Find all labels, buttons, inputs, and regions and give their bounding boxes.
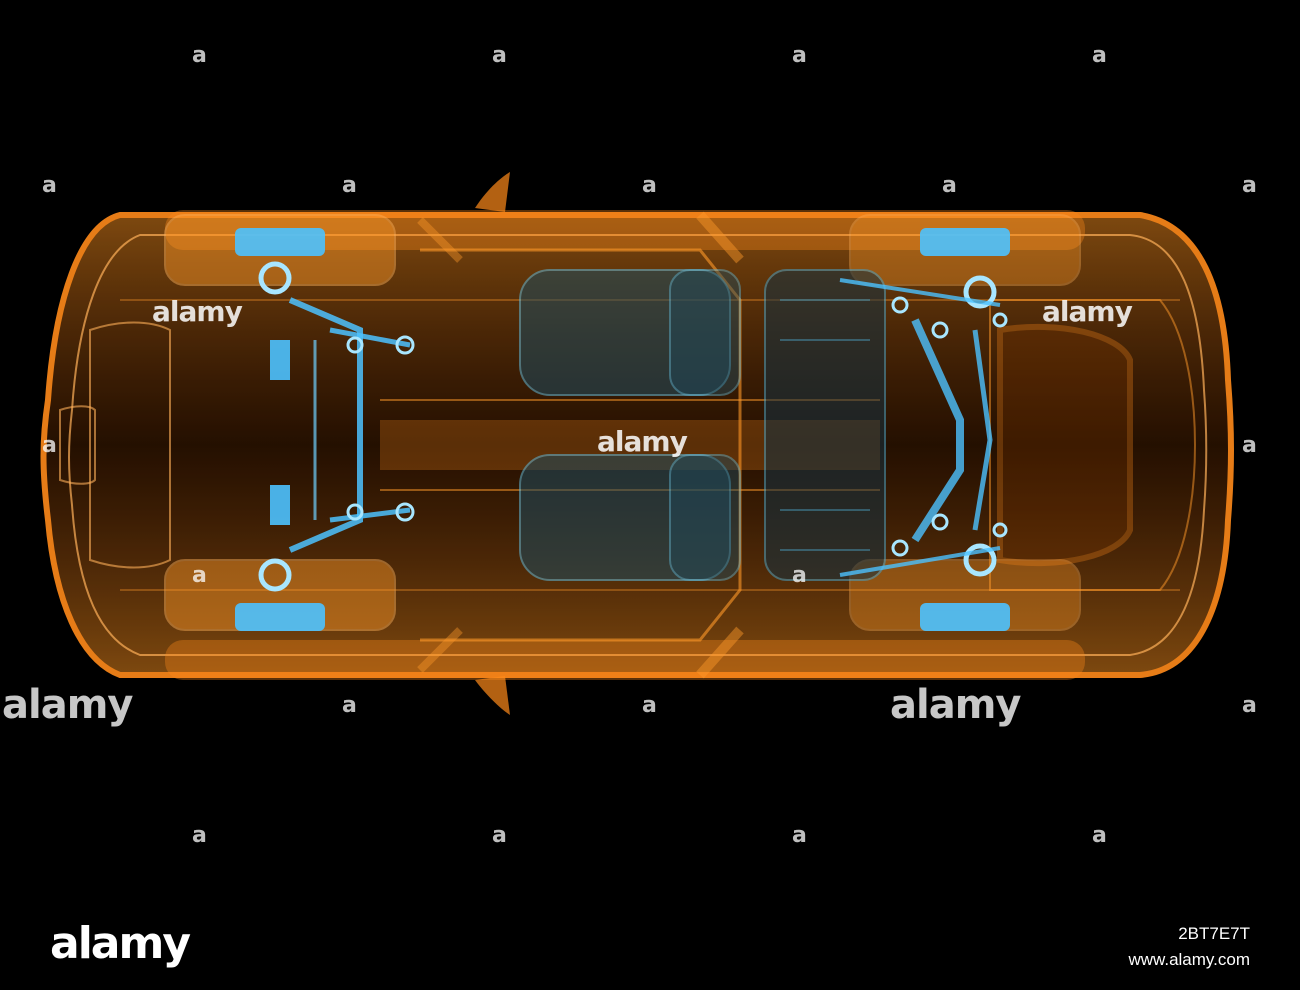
front-suspension [235,228,415,631]
watermark-letter: a [192,823,207,848]
watermark-letter: a [792,563,807,588]
watermark-word: alamy [890,682,1021,728]
watermark-letter: a [1242,173,1257,198]
watermark-letter: a [192,563,207,588]
image-id: 2BT7E7T [1178,924,1250,943]
watermark-letter: a [792,43,807,68]
watermark-letter: a [642,693,657,718]
watermark-letter: a [1242,433,1257,458]
watermark-letter: a [42,433,57,458]
watermark-letter: a [192,43,207,68]
brand-logo: alamy [50,918,191,969]
front-seats [519,269,741,581]
watermark-letter: a [492,43,507,68]
watermark-letter: a [942,173,957,198]
watermark-letter: a [492,823,507,848]
watermark-letter: a [342,173,357,198]
watermark-letter: a [792,823,807,848]
watermark-letter: a [42,173,57,198]
footer-bar: alamy 2BT7E7T www.alamy.com [0,900,1300,990]
watermark-word: alamy [152,295,243,328]
watermark-letter: a [642,173,657,198]
rear-suspension [839,228,1010,631]
watermark-letter: a [1092,823,1107,848]
watermark-letter: a [1092,43,1107,68]
rear-bench [764,269,886,581]
site-url: www.alamy.com [1128,950,1250,969]
watermark-word: alamy [597,425,688,458]
watermark-letter: a [1242,693,1257,718]
watermark-word: alamy [2,682,133,728]
watermark-word: alamy [1042,295,1133,328]
watermark-letter: a [342,693,357,718]
